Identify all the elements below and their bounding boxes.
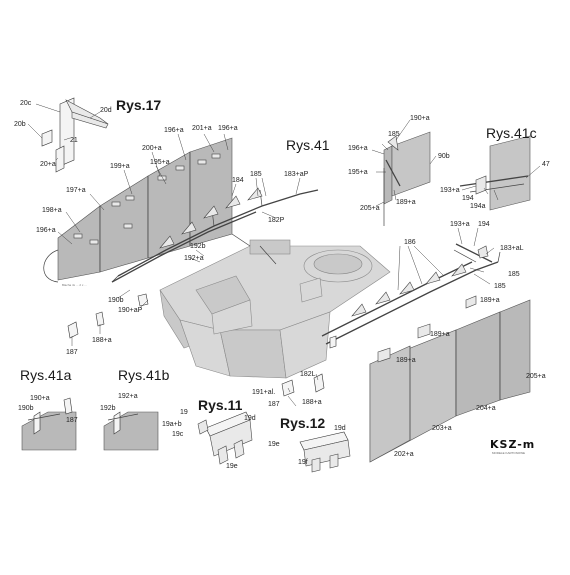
label-187-41a: 187 xyxy=(66,417,78,424)
label-196a-top2: 196+a xyxy=(218,125,238,132)
label-197a: 197+a xyxy=(66,187,86,194)
label-182P: 182P xyxy=(268,217,285,224)
label-195a: 195+a xyxy=(150,159,170,166)
title-rys41c: Rys.41c xyxy=(486,125,537,141)
label-20c: 20c xyxy=(20,100,32,107)
right-brackets xyxy=(329,295,477,363)
label-195a-41c: 195+a xyxy=(348,169,368,176)
label-190b: 190b xyxy=(108,297,124,304)
rys41b-detail xyxy=(103,411,159,451)
title-rys17: Rys.17 xyxy=(116,97,161,113)
part-labels: 20c 20d 20b 21 20+a 196+a 201+a 196+a 20… xyxy=(14,100,550,470)
label-188a-mid: 188+a xyxy=(302,399,322,406)
label-198a: 198+a xyxy=(42,207,62,214)
label-20d: 20d xyxy=(100,107,112,114)
left-skirt-panels xyxy=(43,137,233,283)
title-rys11: Rys.11 xyxy=(198,397,243,413)
title-rys41: Rys.41 xyxy=(286,137,330,153)
label-185-r2: 185 xyxy=(494,283,506,290)
title-rys41a: Rys.41a xyxy=(20,367,72,383)
label-19c: 19c xyxy=(172,431,184,438)
label-190b-41a: 190b xyxy=(18,405,34,412)
label-187-left: 187 xyxy=(66,349,78,356)
label-196a-top: 196+a xyxy=(164,127,184,134)
label-196a-left: 196+a xyxy=(36,227,56,234)
label-194: 194 xyxy=(478,221,490,228)
label-203a: 203+a xyxy=(432,425,452,432)
label-188a-left: 188+a xyxy=(92,337,112,344)
label-186: 186 xyxy=(404,239,416,246)
label-187-mid: 187 xyxy=(268,401,280,408)
small-note: Blacha 4x ... 2 x ... xyxy=(62,283,87,287)
title-rys12: Rys.12 xyxy=(280,415,325,431)
label-193a: 193+a xyxy=(450,221,470,228)
label-20a: 20+a xyxy=(40,161,56,168)
tank-hull xyxy=(159,233,391,379)
right-skirt-panels xyxy=(369,299,531,463)
label-192b: 192b xyxy=(190,243,206,250)
leader-lines xyxy=(57,119,541,407)
label-201a: 201+a xyxy=(192,125,212,132)
label-47: 47 xyxy=(542,161,550,168)
label-202a: 202+a xyxy=(394,451,414,458)
label-189a-r2: 189+a xyxy=(430,331,450,338)
label-192a-41b: 192+a xyxy=(118,393,138,400)
label-190a-41c: 190+a xyxy=(410,115,430,122)
label-205a-41c: 205+a xyxy=(360,205,380,212)
label-191a: 191+al. xyxy=(252,389,275,396)
rys41c-detail xyxy=(383,131,531,226)
title-rys41b: Rys.41b xyxy=(118,367,170,383)
right-rail xyxy=(321,243,501,345)
label-196a-41c: 196+a xyxy=(348,145,368,152)
brand-tagline: MODELE KARTONOWE xyxy=(492,451,525,455)
label-185-top: 185 xyxy=(250,171,262,178)
loose-parts xyxy=(63,293,325,415)
label-205a-r: 205+a xyxy=(526,373,546,380)
label-19e-12: 19e xyxy=(268,441,280,448)
label-20b: 20b xyxy=(14,121,26,128)
label-19d-11: 19d xyxy=(244,415,256,422)
label-190aP: 190+aP xyxy=(118,307,143,314)
label-21: 21 xyxy=(70,137,78,144)
left-rail xyxy=(111,177,319,283)
brand-logo: KSZ-m xyxy=(490,438,535,451)
label-19: 19 xyxy=(180,409,188,416)
label-199a: 199+a xyxy=(110,163,130,170)
label-183aP: 183+aP xyxy=(284,171,309,178)
label-192b-41b: 192b xyxy=(100,405,116,412)
label-192a: 192+a xyxy=(184,255,204,262)
rys12-bracket xyxy=(299,431,351,473)
label-185-41c: 185 xyxy=(388,131,400,138)
label-185-r1: 185 xyxy=(508,271,520,278)
rys17-part xyxy=(27,97,109,173)
label-183aL: 183+aL xyxy=(500,245,524,252)
label-189a-r1: 189+a xyxy=(480,297,500,304)
label-184: 184 xyxy=(232,177,244,184)
label-194-41c: 194 xyxy=(462,195,474,202)
label-90b: 90b xyxy=(438,153,450,160)
label-19ab: 19a+b xyxy=(162,421,182,428)
label-190a-41a: 190+a xyxy=(30,395,50,402)
label-182L: 182L xyxy=(300,371,316,378)
label-189a-41c: 189+a xyxy=(396,199,416,206)
label-189a-r3: 189+a xyxy=(396,357,416,364)
label-200a: 200+a xyxy=(142,145,162,152)
rys41a-detail xyxy=(21,411,77,451)
label-19d-12: 19d xyxy=(334,425,346,432)
label-19e-11: 19e xyxy=(226,463,238,470)
label-193a-41c: 193+a xyxy=(440,187,460,194)
label-19f: 19f xyxy=(298,459,308,466)
rys11-bracket xyxy=(197,411,253,465)
label-194a: 194a xyxy=(470,203,486,210)
label-204a: 204+a xyxy=(476,405,496,412)
